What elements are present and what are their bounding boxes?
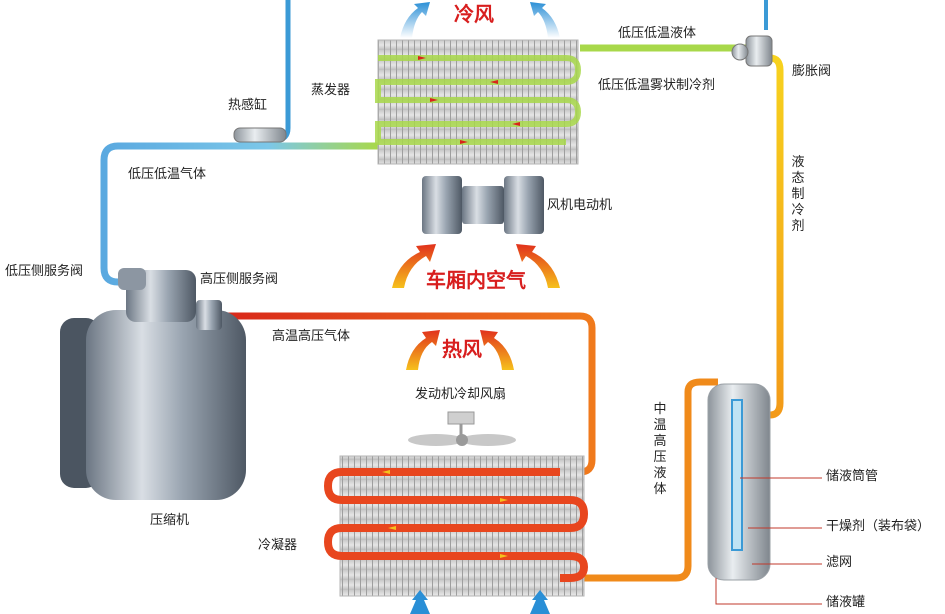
low-side-service-valve-label: 低压侧服务阀 (5, 264, 84, 279)
cold-air-label: 冷风 (454, 2, 494, 26)
leader-receiver-drier (715, 578, 822, 605)
hot-air-arrow-left (406, 330, 440, 370)
expansion-valve-label: 膨胀阀 (792, 64, 832, 79)
engine-cooling-fan (408, 411, 516, 446)
condenser-airflow-arrow-1 (410, 590, 430, 614)
cold-air-arrow-right (530, 2, 560, 38)
condenser-airflow-arrow-2 (530, 590, 550, 614)
cabin-air-label: 车厢内空气 (426, 268, 526, 292)
cabin-air-arrow-right (516, 244, 560, 288)
liquid-refrigerant-line (760, 54, 784, 419)
filter-screen-label: 滤网 (826, 555, 853, 570)
expansion-valve (731, 35, 773, 67)
evaporator (375, 39, 582, 165)
low-pressure-low-temp-liquid-label: 低压低温液体 (618, 26, 697, 41)
cabin-air-arrow-left (392, 244, 436, 288)
cold-air-arrow-left (400, 2, 430, 38)
bulb-capillary-line (262, 0, 291, 143)
receiver-drier (707, 383, 771, 581)
blower-motor (422, 176, 544, 234)
blower-motor-label: 风机电动机 (547, 198, 613, 213)
thermal-bulb (233, 127, 287, 143)
hot-air-label: 热风 (442, 337, 482, 361)
low-pressure-gas-line (100, 142, 378, 286)
compressor (60, 268, 246, 500)
compressor-label: 压缩机 (150, 513, 190, 528)
mid-temp-high-pressure-liquid-label: 中温高压液体 (653, 402, 667, 497)
high-temp-high-pressure-gas-label: 高温高压气体 (272, 329, 351, 344)
low-pressure-low-temp-mist-label: 低压低温雾状制冷剂 (598, 78, 716, 93)
desiccant-label: 干燥剂（装布袋） (826, 519, 931, 534)
engine-cooling-fan-label: 发动机冷却风扇 (415, 387, 507, 402)
low-pressure-low-temp-gas-label: 低压低温气体 (128, 167, 207, 182)
liquid-refrigerant-label: 液态制冷剂 (791, 155, 805, 234)
receiver-tube-label: 储液筒管 (826, 469, 879, 484)
evaporator-label: 蒸发器 (311, 83, 351, 98)
hot-air-arrow-right (480, 330, 514, 370)
hot-gas-line (220, 312, 596, 476)
condenser-label: 冷凝器 (258, 538, 298, 553)
condenser (323, 455, 589, 597)
mid-temp-liquid-line (560, 378, 718, 582)
receiver-drier-label: 储液罐 (826, 595, 866, 610)
thermal-bulb-label: 热感缸 (228, 98, 268, 113)
high-side-service-valve-label: 高压侧服务阀 (200, 272, 279, 287)
